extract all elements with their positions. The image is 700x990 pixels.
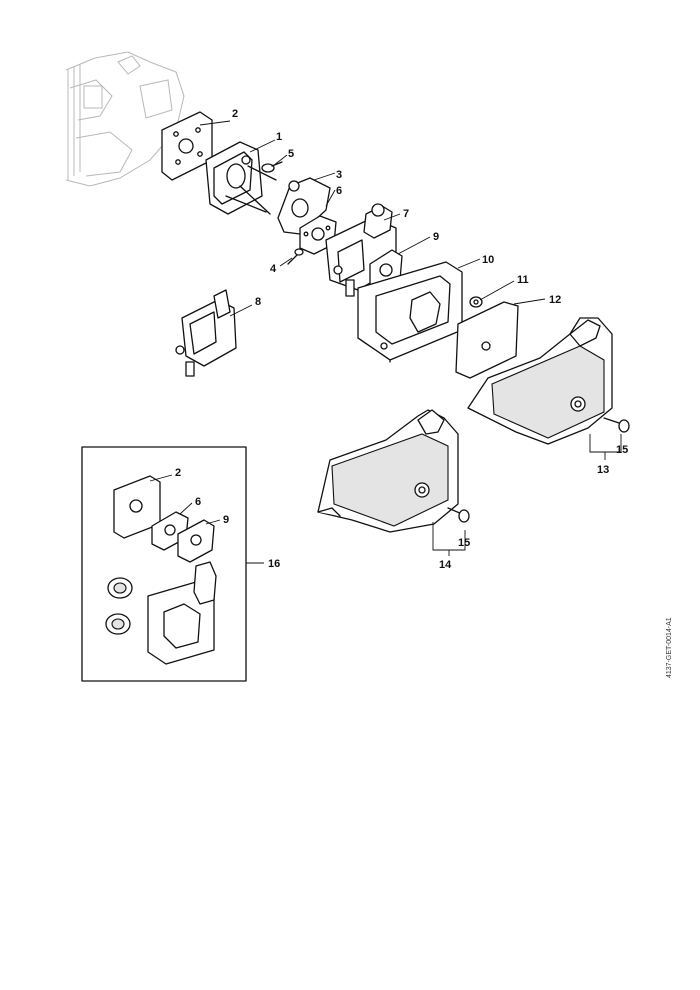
nut-part-11 [469,296,483,308]
air-filter-base-part-10 [357,261,463,363]
label-part-12: 12 [549,294,561,306]
label-part-15-upper: 15 [616,444,628,456]
label-part-7: 7 [403,208,409,220]
label-part-3: 3 [336,169,342,181]
leader-lines [149,120,622,564]
label-part-5: 5 [288,148,294,160]
screw-part-15-lower [447,507,470,523]
label-part-15-lower: 15 [458,537,470,549]
label-part-11: 11 [517,274,529,286]
label-part-6: 6 [336,185,342,197]
screw-part-15-upper [603,417,630,433]
filter-cover-part-13 [467,317,613,445]
repair-kit-box-part-16 [81,446,247,682]
label-kit-part-9: 9 [223,514,229,526]
filter-cover-part-14 [317,409,459,533]
screw-part-4 [287,248,304,265]
intake-flange-part-1 [205,141,277,215]
label-part-10: 10 [482,254,494,266]
carburetor-part-8 [175,289,237,377]
label-part-13: 13 [597,464,609,476]
bracket-part-3 [277,177,331,235]
label-kit-part-2: 2 [175,467,181,479]
label-part-9: 9 [433,231,439,243]
document-id: 4137-GET-0014-A1 [666,617,673,678]
label-part-8: 8 [255,296,261,308]
filter-element-part-12 [455,301,519,379]
label-part-16: 16 [268,558,280,570]
label-part-4: 4 [270,263,277,275]
label-kit-part-6: 6 [195,496,201,508]
label-part-2: 2 [232,108,238,120]
engine-crankcase-outline [65,51,185,187]
label-part-1: 1 [276,131,282,143]
screw-part-5 [261,161,283,173]
gasket-part-2 [161,111,213,181]
label-part-14: 14 [439,559,452,571]
